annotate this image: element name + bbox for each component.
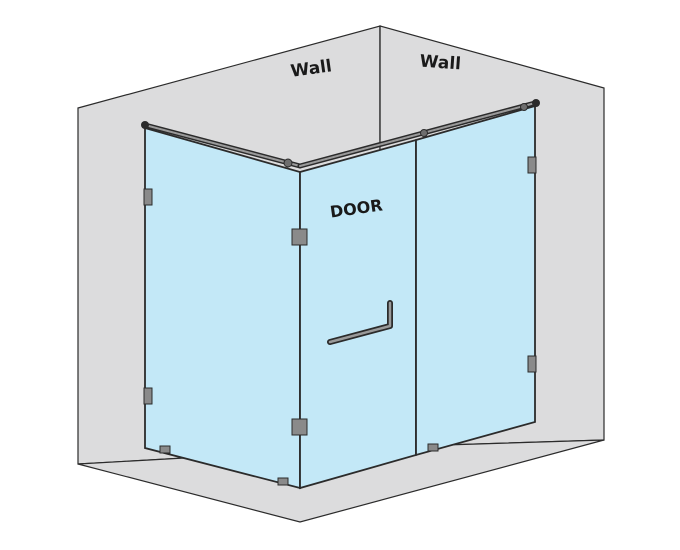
support-bar (141, 99, 540, 169)
floor-clip-right (427, 443, 439, 452)
bar-end-left (141, 121, 149, 129)
side-glass-panel (144, 126, 301, 490)
floor-clip-door (277, 477, 289, 486)
door-handle (327, 300, 393, 345)
fixed-front-glass-panel (415, 104, 536, 457)
wall-clamp-right-top (527, 156, 537, 174)
bar-joint-middle (420, 129, 428, 137)
glass-enclosure (144, 104, 536, 490)
bar-corner-joint (283, 158, 293, 168)
door-glass-panel (299, 138, 417, 490)
wall-clamp-right-bottom (527, 355, 537, 373)
floor-clip-left (159, 445, 171, 454)
bar-end-right (532, 99, 540, 107)
wall-clamp-left-top (143, 188, 153, 206)
bar-joint-right (520, 103, 528, 111)
wall-right-label: Wall (419, 52, 462, 75)
door-hinge-bottom (291, 418, 308, 436)
wall-clamp-left-bottom (143, 387, 153, 405)
hardware (143, 156, 537, 486)
door-hinge-top (291, 228, 308, 246)
